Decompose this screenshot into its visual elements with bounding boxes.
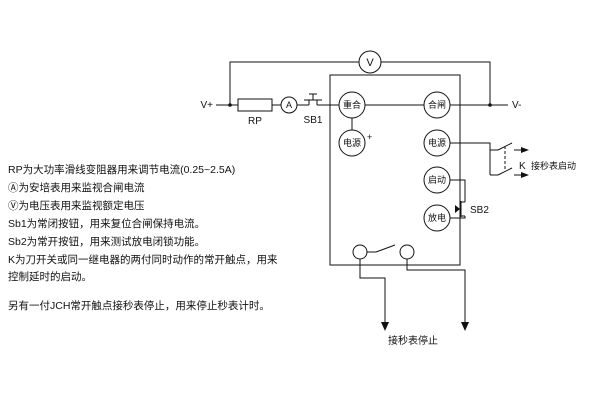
- sb2-label: SB2: [470, 205, 489, 216]
- terminal-dianyuan-right: 电源: [423, 129, 451, 157]
- terminal-hezha: 合闸: [423, 91, 451, 119]
- sb2-button-symbol: SB2: [455, 201, 489, 217]
- sb1-label: SB1: [304, 115, 323, 126]
- voltmeter-letter: V: [366, 57, 374, 69]
- button-actuator-icon: [455, 205, 460, 213]
- relay-case-outline: [329, 74, 461, 266]
- v-minus-label: V-: [512, 100, 521, 111]
- junction-dot: [228, 103, 232, 107]
- arrow-down-icon: [381, 322, 389, 331]
- svg-text:启动: 启动: [428, 174, 446, 185]
- terminal-dianyuan-left: 电源 +: [338, 129, 372, 157]
- note-line-6: K为刀开关或同一继电器的两付同时动作的常开触点，用来: [8, 253, 278, 266]
- stopwatch-stop-label: 接秒表停止: [388, 334, 438, 347]
- note-line-8: 另有一付JCH常开触点接秒表停止，用来停止秒表计时。: [8, 299, 270, 312]
- sb1-button-symbol: SB1: [304, 93, 323, 126]
- arrow-down-icon: [461, 322, 469, 331]
- stopwatch-start-label: 接秒表启动: [531, 160, 576, 171]
- rp-rheostat-symbol: RP: [237, 98, 273, 127]
- k-label: K: [519, 161, 526, 172]
- terminal-chonghe: 重合: [338, 91, 366, 119]
- svg-text:电源: 电源: [343, 137, 361, 148]
- note-line-1: RP为大功率滑线变阻器用来调节电流(0.25~2.5A): [8, 163, 235, 176]
- plus-sign: +: [367, 132, 372, 142]
- k-switch-symbol: K: [490, 142, 529, 178]
- arrow-right-icon: [521, 147, 529, 153]
- stopwatch-stop-leads: 接秒表停止: [381, 322, 469, 347]
- notes-block: RP为大功率滑线变阻器用来调节电流(0.25~2.5A) Ⓐ为安培表用来监视合闸…: [8, 163, 278, 312]
- terminal-fangdian: 放电: [423, 204, 451, 232]
- terminal-qidong: 启动: [423, 166, 451, 194]
- svg-text:放电: 放电: [428, 212, 446, 223]
- svg-text:电源: 电源: [428, 137, 446, 148]
- ammeter-symbol: A: [280, 96, 298, 114]
- rp-label: RP: [248, 116, 262, 127]
- note-line-2: Ⓐ为安培表用来监视合闸电流: [8, 181, 145, 194]
- ammeter-letter: A: [286, 100, 292, 110]
- note-line-7: 控制延时的启动。: [8, 270, 92, 283]
- junction-dot: [488, 103, 492, 107]
- note-line-4: Sb1为常闭按钮，用来复位合闸保持电流。: [8, 217, 205, 230]
- note-line-3: Ⓥ为电压表用来监视额定电压: [8, 199, 145, 212]
- note-line-5: Sb2为常开按钮，用来测试放电闭锁功能。: [8, 235, 205, 248]
- svg-text:合闸: 合闸: [428, 99, 446, 110]
- jch-contact-symbol: [352, 244, 415, 260]
- voltmeter-symbol: V: [358, 50, 382, 74]
- svg-text:重合: 重合: [343, 99, 361, 110]
- v-plus-label: V+: [200, 100, 213, 111]
- arrow-right-icon: [521, 172, 529, 178]
